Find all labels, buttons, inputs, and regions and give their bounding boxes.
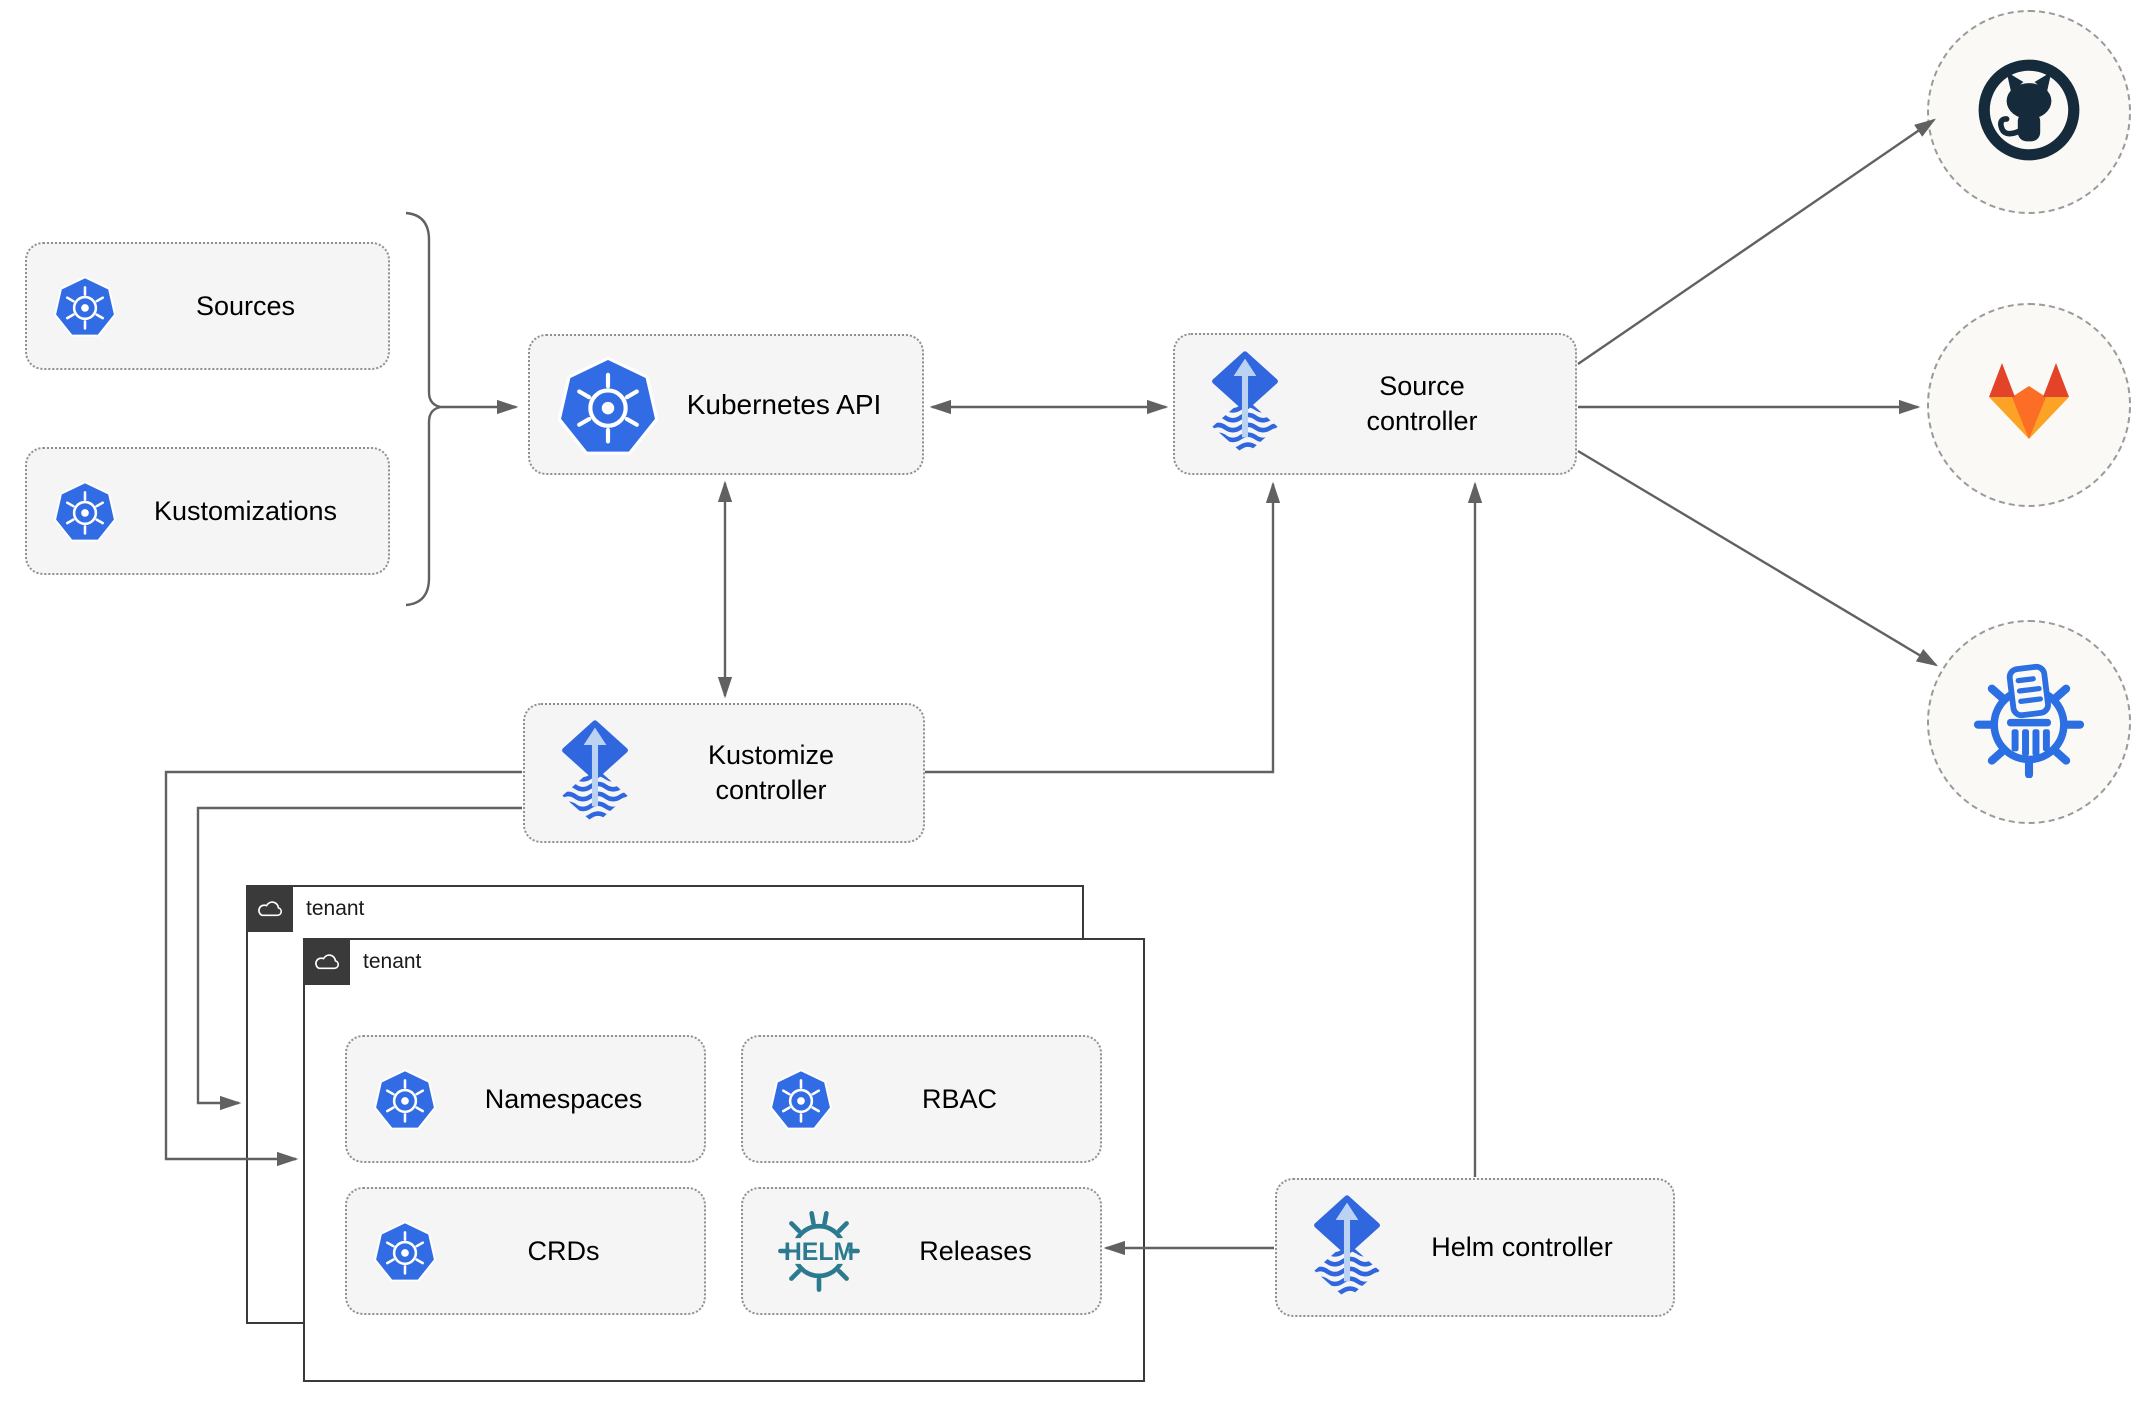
node-label: CRDs — [527, 1235, 600, 1266]
node-rbac: RBAC — [741, 1035, 1102, 1163]
bracket-left-group — [405, 211, 442, 607]
arrow-source-to-github — [1577, 118, 1936, 365]
arrow-kustomize-to-source-controller — [925, 481, 1281, 774]
svg-text:HELM: HELM — [784, 1239, 854, 1266]
endpoint-chart-repository — [1927, 620, 2131, 824]
node-crds: CRDs — [345, 1187, 706, 1315]
node-label: RBAC — [921, 1083, 997, 1114]
cloud-icon — [246, 885, 293, 932]
node-label: Kustomizations — [153, 495, 338, 526]
gitlab-icon — [1974, 353, 2084, 458]
github-icon — [1973, 54, 2085, 171]
kubernetes-icon — [53, 479, 117, 543]
node-label: Helm controller — [1431, 1231, 1613, 1262]
kubernetes-icon — [373, 1067, 437, 1131]
kubernetes-icon — [769, 1067, 833, 1131]
node-label: Namespaces — [484, 1083, 643, 1114]
tenant-label: tenant — [363, 950, 422, 973]
node-kubernetes-api: Kubernetes API — [528, 334, 924, 475]
node-namespaces: Namespaces — [345, 1035, 706, 1163]
node-label: Releases — [919, 1235, 1032, 1266]
node-sources: Sources — [25, 242, 390, 370]
cloud-icon — [303, 938, 350, 985]
node-kustomizations: Kustomizations — [25, 447, 390, 575]
helm-icon: HELM — [773, 1205, 865, 1297]
kubernetes-icon — [556, 353, 660, 457]
node-helm-controller: Helm controller — [1275, 1178, 1675, 1317]
node-label: Source controller — [1366, 370, 1478, 436]
chart-repository-icon — [1971, 662, 2087, 783]
node-source-controller: Source controller — [1173, 333, 1577, 475]
node-label: Kustomize controller — [707, 739, 835, 805]
endpoint-github — [1927, 10, 2131, 214]
tenant-label: tenant — [306, 897, 365, 920]
kubernetes-icon — [373, 1219, 437, 1283]
kubernetes-icon — [53, 274, 117, 338]
arrow-source-to-chart-repository — [1577, 449, 1939, 667]
node-label: Kubernetes API — [686, 388, 882, 420]
flux-icon — [1309, 1195, 1385, 1301]
endpoint-gitlab — [1927, 303, 2131, 507]
flux-icon — [1207, 351, 1283, 457]
node-label: Sources — [195, 290, 296, 321]
tenant-group-front: tenant Namespaces RBAC CRDs — [303, 938, 1145, 1382]
node-releases: HELM Releases — [741, 1187, 1102, 1315]
flux-icon — [557, 720, 633, 826]
node-kustomize-controller: Kustomize controller — [523, 703, 925, 843]
